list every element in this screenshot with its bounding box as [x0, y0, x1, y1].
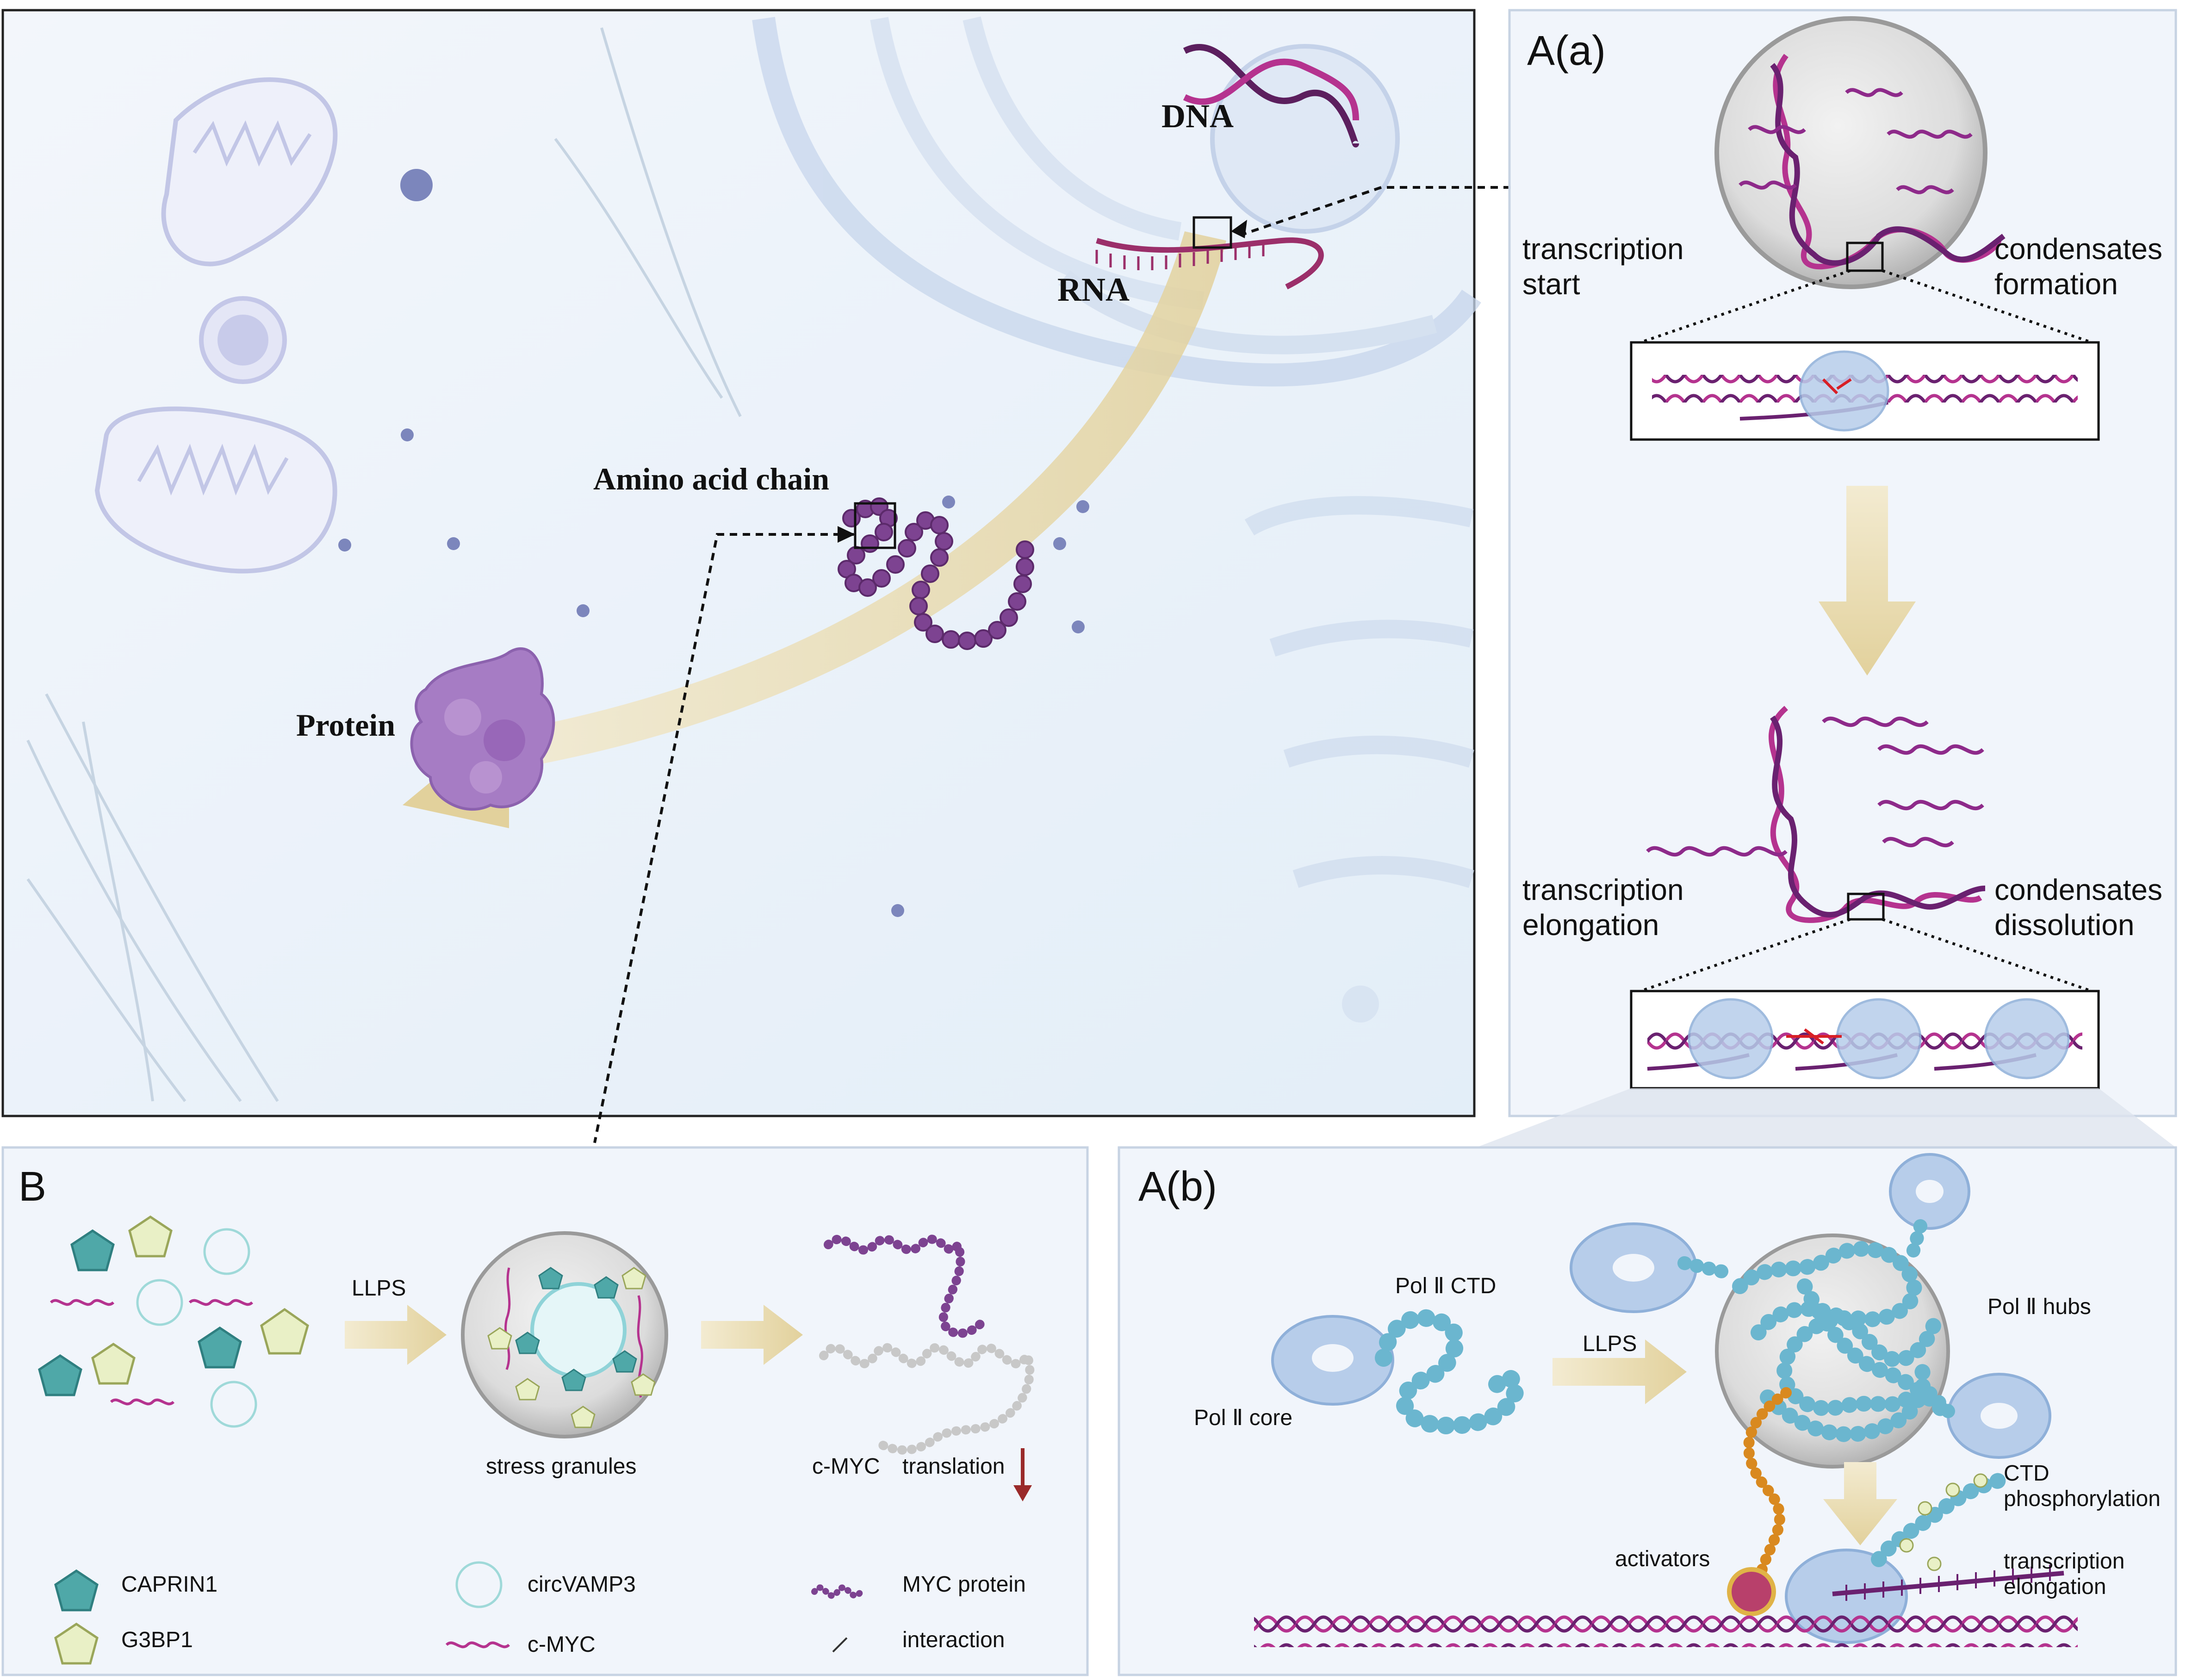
nascent-rna-icon	[1832, 1571, 2064, 1596]
phospho-ctd-icon	[1871, 1473, 2007, 1571]
rna-label: RNA	[1057, 271, 1130, 308]
pol-ii-core-label: Pol Ⅱ core	[1194, 1406, 1292, 1430]
elongation-label-2: elongation	[2004, 1575, 2106, 1599]
down-arrow-a-a	[1819, 486, 1916, 676]
rna-pointer-arrowhead	[1231, 220, 1247, 238]
dna-label: DNA	[1161, 98, 1234, 135]
myc-protein-icon	[819, 1232, 1035, 1455]
pol-ii-core-icon	[1271, 1315, 1394, 1406]
rna-bases-icon	[1845, 1565, 2051, 1601]
condensates-dissolution-label-2: dissolution	[1994, 908, 2134, 942]
amino-acid-chain-label: Amino acid chain	[593, 461, 829, 496]
zoom-box-bottom	[1847, 893, 1885, 921]
mitochondrion-bottom-icon	[94, 406, 337, 574]
c-myc-label-b: c-MYC	[812, 1454, 880, 1479]
llps-label-a-b: LLPS	[1583, 1332, 1637, 1356]
nucleus-icon	[752, 16, 1481, 1023]
transcription-start-label-2: start	[1522, 267, 1580, 301]
zoom-box-top	[1846, 242, 1884, 272]
down-arrowhead-translation	[1013, 1485, 1032, 1501]
rna-zoom-box	[1192, 216, 1232, 249]
panel-b-legend: CAPRIN1 G3BP1 circVAMP3 c-MYC MYC protei…	[54, 1561, 1026, 1665]
amino-acid-chain-icon	[838, 497, 1034, 650]
translation-label: translation	[902, 1454, 1005, 1479]
condensates-formation-label-1: condensates	[1994, 232, 2162, 266]
pol-ii-ctd-label: Pol Ⅱ CTD	[1395, 1274, 1496, 1298]
protein-label: Protein	[296, 707, 395, 743]
elongation-label-1: transcription	[2004, 1549, 2124, 1574]
dna-strand-dissolved-icon	[1646, 706, 1986, 923]
llps-arrow-b	[345, 1305, 447, 1365]
pol-ii-ctd-icon	[1375, 1309, 1525, 1435]
ctd-label-2: phosphorylation	[2004, 1487, 2161, 1511]
mitochondrion-top-icon	[161, 77, 338, 267]
legend-c-myc: c-MYC	[528, 1632, 596, 1657]
dna-icon	[1183, 44, 1359, 148]
legend-g3bp1: G3BP1	[121, 1628, 193, 1652]
vesicle-icon	[199, 296, 287, 384]
transcription-elongation-label-2: elongation	[1522, 908, 1659, 942]
legend-myc-protein: MYC protein	[902, 1572, 1026, 1597]
rna-icon	[1095, 237, 1324, 290]
projection-wedge	[1476, 1088, 2176, 1147]
panel-a-a: A(a) transcription start condensates for…	[1508, 9, 2177, 1117]
hub-tethers	[1677, 1219, 1955, 1418]
legend-interaction: interaction	[902, 1628, 1005, 1652]
molecule-dots	[338, 169, 1089, 917]
transcription-elongation-label-1: transcription	[1522, 873, 1684, 906]
protein-icon	[410, 647, 555, 811]
down-arrow-a-b	[1823, 1462, 1897, 1545]
cell-panel: DNA RNA Amino acid chain	[1, 9, 1481, 1117]
panel-a-b-title: A(b)	[1138, 1164, 1217, 1210]
cytoskeleton-icon	[26, 27, 742, 1102]
elongation-inset	[1630, 990, 2100, 1090]
activators-label: activators	[1615, 1547, 1710, 1571]
transcription-start-label-1: transcription	[1522, 232, 1684, 266]
dna-strand-top-icon	[1739, 54, 2006, 270]
llps-label-b: LLPS	[352, 1276, 406, 1301]
ctd-label-1: CTD	[2004, 1461, 2049, 1486]
chain-zoom-box	[854, 502, 896, 549]
scattered-components	[38, 1215, 309, 1428]
genomic-dna-icon	[1254, 1606, 2078, 1647]
condensates-formation-label-2: formation	[1994, 267, 2118, 301]
panel-b: B LLPS	[1, 1146, 1089, 1676]
panel-b-title: B	[19, 1164, 46, 1210]
arrow-to-myc	[701, 1305, 803, 1365]
stress-granule-icon	[461, 1231, 668, 1438]
condensates-dissolution-label-1: condensates	[1994, 873, 2162, 906]
panel-a-b: A(b) Pol Ⅱ CTD Pol Ⅱ core LLPS	[1118, 1146, 2177, 1676]
llps-arrow-a-b	[1553, 1339, 1687, 1404]
transcription-start-inset	[1630, 341, 2100, 441]
condensate-droplet	[1714, 16, 1987, 289]
activator-chain-icon	[1743, 1387, 1792, 1588]
pol-ii-hubs-label: Pol Ⅱ hubs	[1987, 1295, 2091, 1319]
dashed-connectors	[593, 186, 1511, 1143]
pol-ii-hub-core-holes	[1613, 1180, 2018, 1429]
legend-caprin1: CAPRIN1	[121, 1572, 217, 1597]
legend-circvamp3: circVAMP3	[528, 1572, 636, 1597]
chain-pointer-arrowhead	[838, 526, 855, 543]
stress-granules-label: stress granules	[486, 1454, 636, 1479]
panel-a-a-title: A(a)	[1527, 28, 1606, 74]
